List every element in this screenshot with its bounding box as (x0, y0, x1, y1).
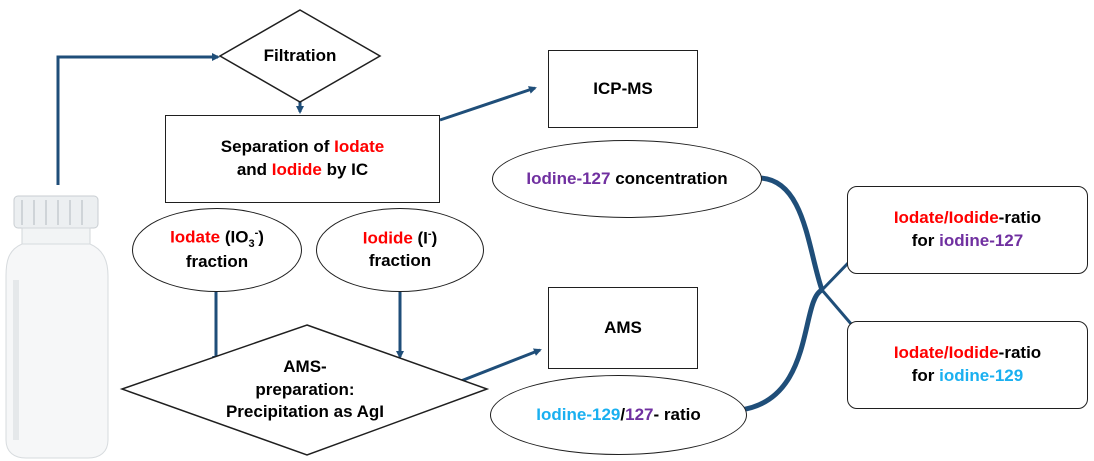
result-iodine127-box: Iodate/Iodide-ratio for iodine-127 (847, 186, 1088, 274)
icpms-box: ICP-MS (548, 50, 698, 128)
arrow-ratio-to-results (739, 287, 824, 413)
filtration-diamond (218, 9, 382, 103)
separation-box: Separation of Iodate and Iodide by IC (165, 115, 440, 203)
ams-prep-diamond (119, 324, 490, 456)
iodate-term: Iodate (334, 137, 385, 157)
filtration-label: Filtration (263, 45, 337, 65)
sample-bottle-icon (5, 195, 109, 459)
ams-prep-label: AMS- preparation: Precipitation as AgI (225, 356, 385, 422)
arrow-separation-to-icpms (439, 86, 537, 122)
iodide-fraction-ellipse: Iodide (I-) fraction (316, 208, 484, 292)
ams-box: AMS (548, 287, 698, 369)
result-iodine129-box: Iodate/Iodide-ratio for iodine-129 (847, 321, 1088, 409)
iodate-fraction-ellipse: Iodate (IO3-) fraction (132, 208, 302, 292)
arrow-bottle-to-filtration (56, 53, 220, 185)
iodide-term: Iodide (271, 160, 322, 179)
iodine127-concentration-ellipse: Iodine-127 concentration (492, 140, 762, 218)
arrow-concentration-to-results (759, 175, 825, 291)
iodine-ratio-ellipse: Iodine-129/127- ratio (490, 375, 747, 455)
